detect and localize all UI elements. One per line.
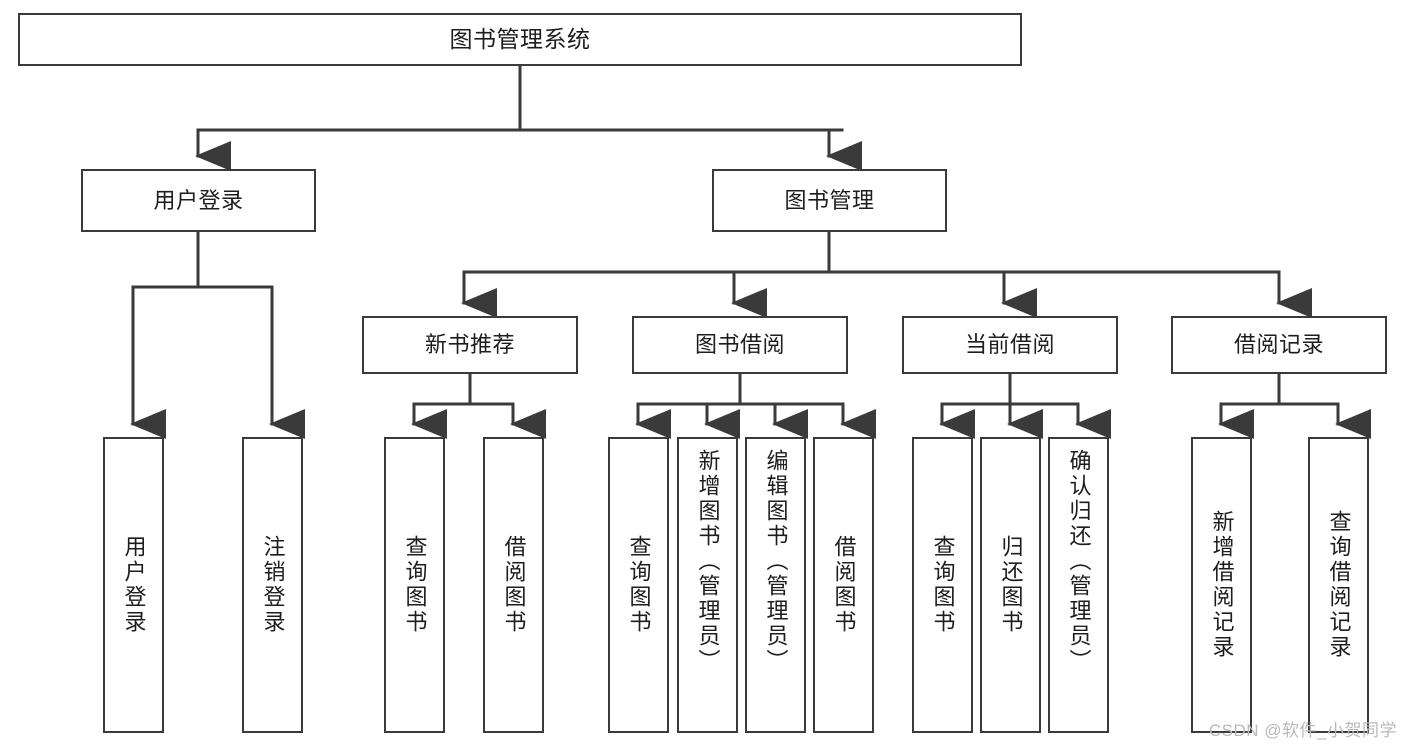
- node-label: 编辑图书（管理员）: [763, 449, 789, 674]
- node-book-borrow[interactable]: 图书借阅: [632, 316, 848, 374]
- leaf-query-borrow-record[interactable]: 查询借阅记录: [1308, 437, 1369, 733]
- leaf-borrow-book-new[interactable]: 借阅图书: [483, 437, 544, 733]
- node-label: 用户登录: [121, 535, 147, 635]
- node-label: 注销登录: [260, 535, 286, 635]
- node-current-borrow[interactable]: 当前借阅: [902, 316, 1118, 374]
- node-label: 借阅记录: [1233, 332, 1324, 358]
- leaf-add-book-admin[interactable]: 新增图书（管理员）: [677, 437, 738, 733]
- node-label: 查询图书: [402, 535, 428, 635]
- node-new-book-recommend[interactable]: 新书推荐: [362, 316, 578, 374]
- node-label: 查询图书: [930, 535, 956, 635]
- node-label: 确认归还（管理员）: [1066, 449, 1092, 674]
- node-label: 新增图书（管理员）: [695, 449, 721, 674]
- node-label: 当前借阅: [964, 332, 1055, 358]
- node-book-management[interactable]: 图书管理: [712, 169, 947, 232]
- leaf-query-book-new[interactable]: 查询图书: [384, 437, 445, 733]
- csdn-watermark: CSDN @软件_小贺同学: [1208, 721, 1397, 740]
- node-user-login[interactable]: 用户登录: [81, 169, 316, 232]
- leaf-add-borrow-record[interactable]: 新增借阅记录: [1191, 437, 1252, 733]
- node-label: 新增借阅记录: [1209, 510, 1235, 660]
- node-label: 图书管理: [784, 187, 875, 213]
- node-label: 查询图书: [626, 535, 652, 635]
- node-label: 归还图书: [998, 535, 1024, 635]
- node-root-system[interactable]: 图书管理系统: [18, 13, 1022, 66]
- node-label: 用户登录: [153, 187, 244, 213]
- node-label: 图书管理系统: [449, 26, 591, 53]
- node-label: 新书推荐: [424, 332, 515, 358]
- leaf-confirm-return-admin[interactable]: 确认归还（管理员）: [1048, 437, 1109, 733]
- node-borrow-record[interactable]: 借阅记录: [1171, 316, 1387, 374]
- leaf-borrow-book[interactable]: 借阅图书: [813, 437, 874, 733]
- node-label: 查询借阅记录: [1326, 510, 1352, 660]
- node-label: 图书借阅: [694, 332, 785, 358]
- leaf-return-book[interactable]: 归还图书: [980, 437, 1041, 733]
- leaf-query-book[interactable]: 查询图书: [608, 437, 669, 733]
- node-label: 借阅图书: [831, 535, 857, 635]
- leaf-query-book-current[interactable]: 查询图书: [912, 437, 973, 733]
- leaf-user-login[interactable]: 用户登录: [103, 437, 164, 733]
- leaf-logout[interactable]: 注销登录: [242, 437, 303, 733]
- leaf-edit-book-admin[interactable]: 编辑图书（管理员）: [745, 437, 806, 733]
- node-label: 借阅图书: [501, 535, 527, 635]
